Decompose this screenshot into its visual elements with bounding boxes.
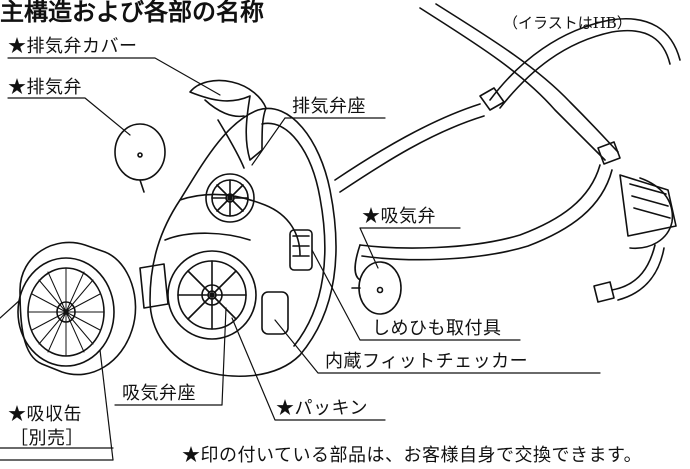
intake-valve-shape (351, 261, 402, 315)
label-canister: ★吸収缶 (8, 404, 82, 425)
mask-body (139, 107, 337, 378)
leader-lines (0, 57, 601, 461)
head-harness (334, 3, 681, 303)
label-packing: ★パッキン (276, 398, 368, 419)
label-fit-checker: 内蔵フィットチェッカー (325, 351, 529, 372)
exhaust-valve-seat-shape (205, 173, 255, 223)
label-exhaust-valve-cover: ★排気弁カバー (8, 36, 138, 57)
label-sold-separately: ［別売］ (10, 428, 84, 449)
label-exhaust-valve-seat: 排気弁座 (292, 96, 366, 117)
exhaust-valve-shape (114, 123, 166, 193)
fit-checker-shape (261, 291, 289, 335)
label-strap-fitting: しめひも取付具 (372, 318, 502, 339)
canister-shape (17, 241, 137, 376)
footer-note: ★印の付いている部品は、お客様自身で交換できます。 (182, 445, 643, 466)
illustration-note: （イラストはHB） (503, 14, 632, 32)
label-exhaust-valve: ★排気弁 (8, 77, 82, 98)
label-intake-valve-seat: 吸気弁座 (122, 383, 196, 404)
diagram-title: 主構造および各部の名称 (0, 0, 264, 26)
intake-valve-seat-shape (167, 250, 257, 340)
exhaust-valve-cover-shape (189, 79, 267, 169)
label-intake-valve: ★吸気弁 (362, 206, 436, 227)
